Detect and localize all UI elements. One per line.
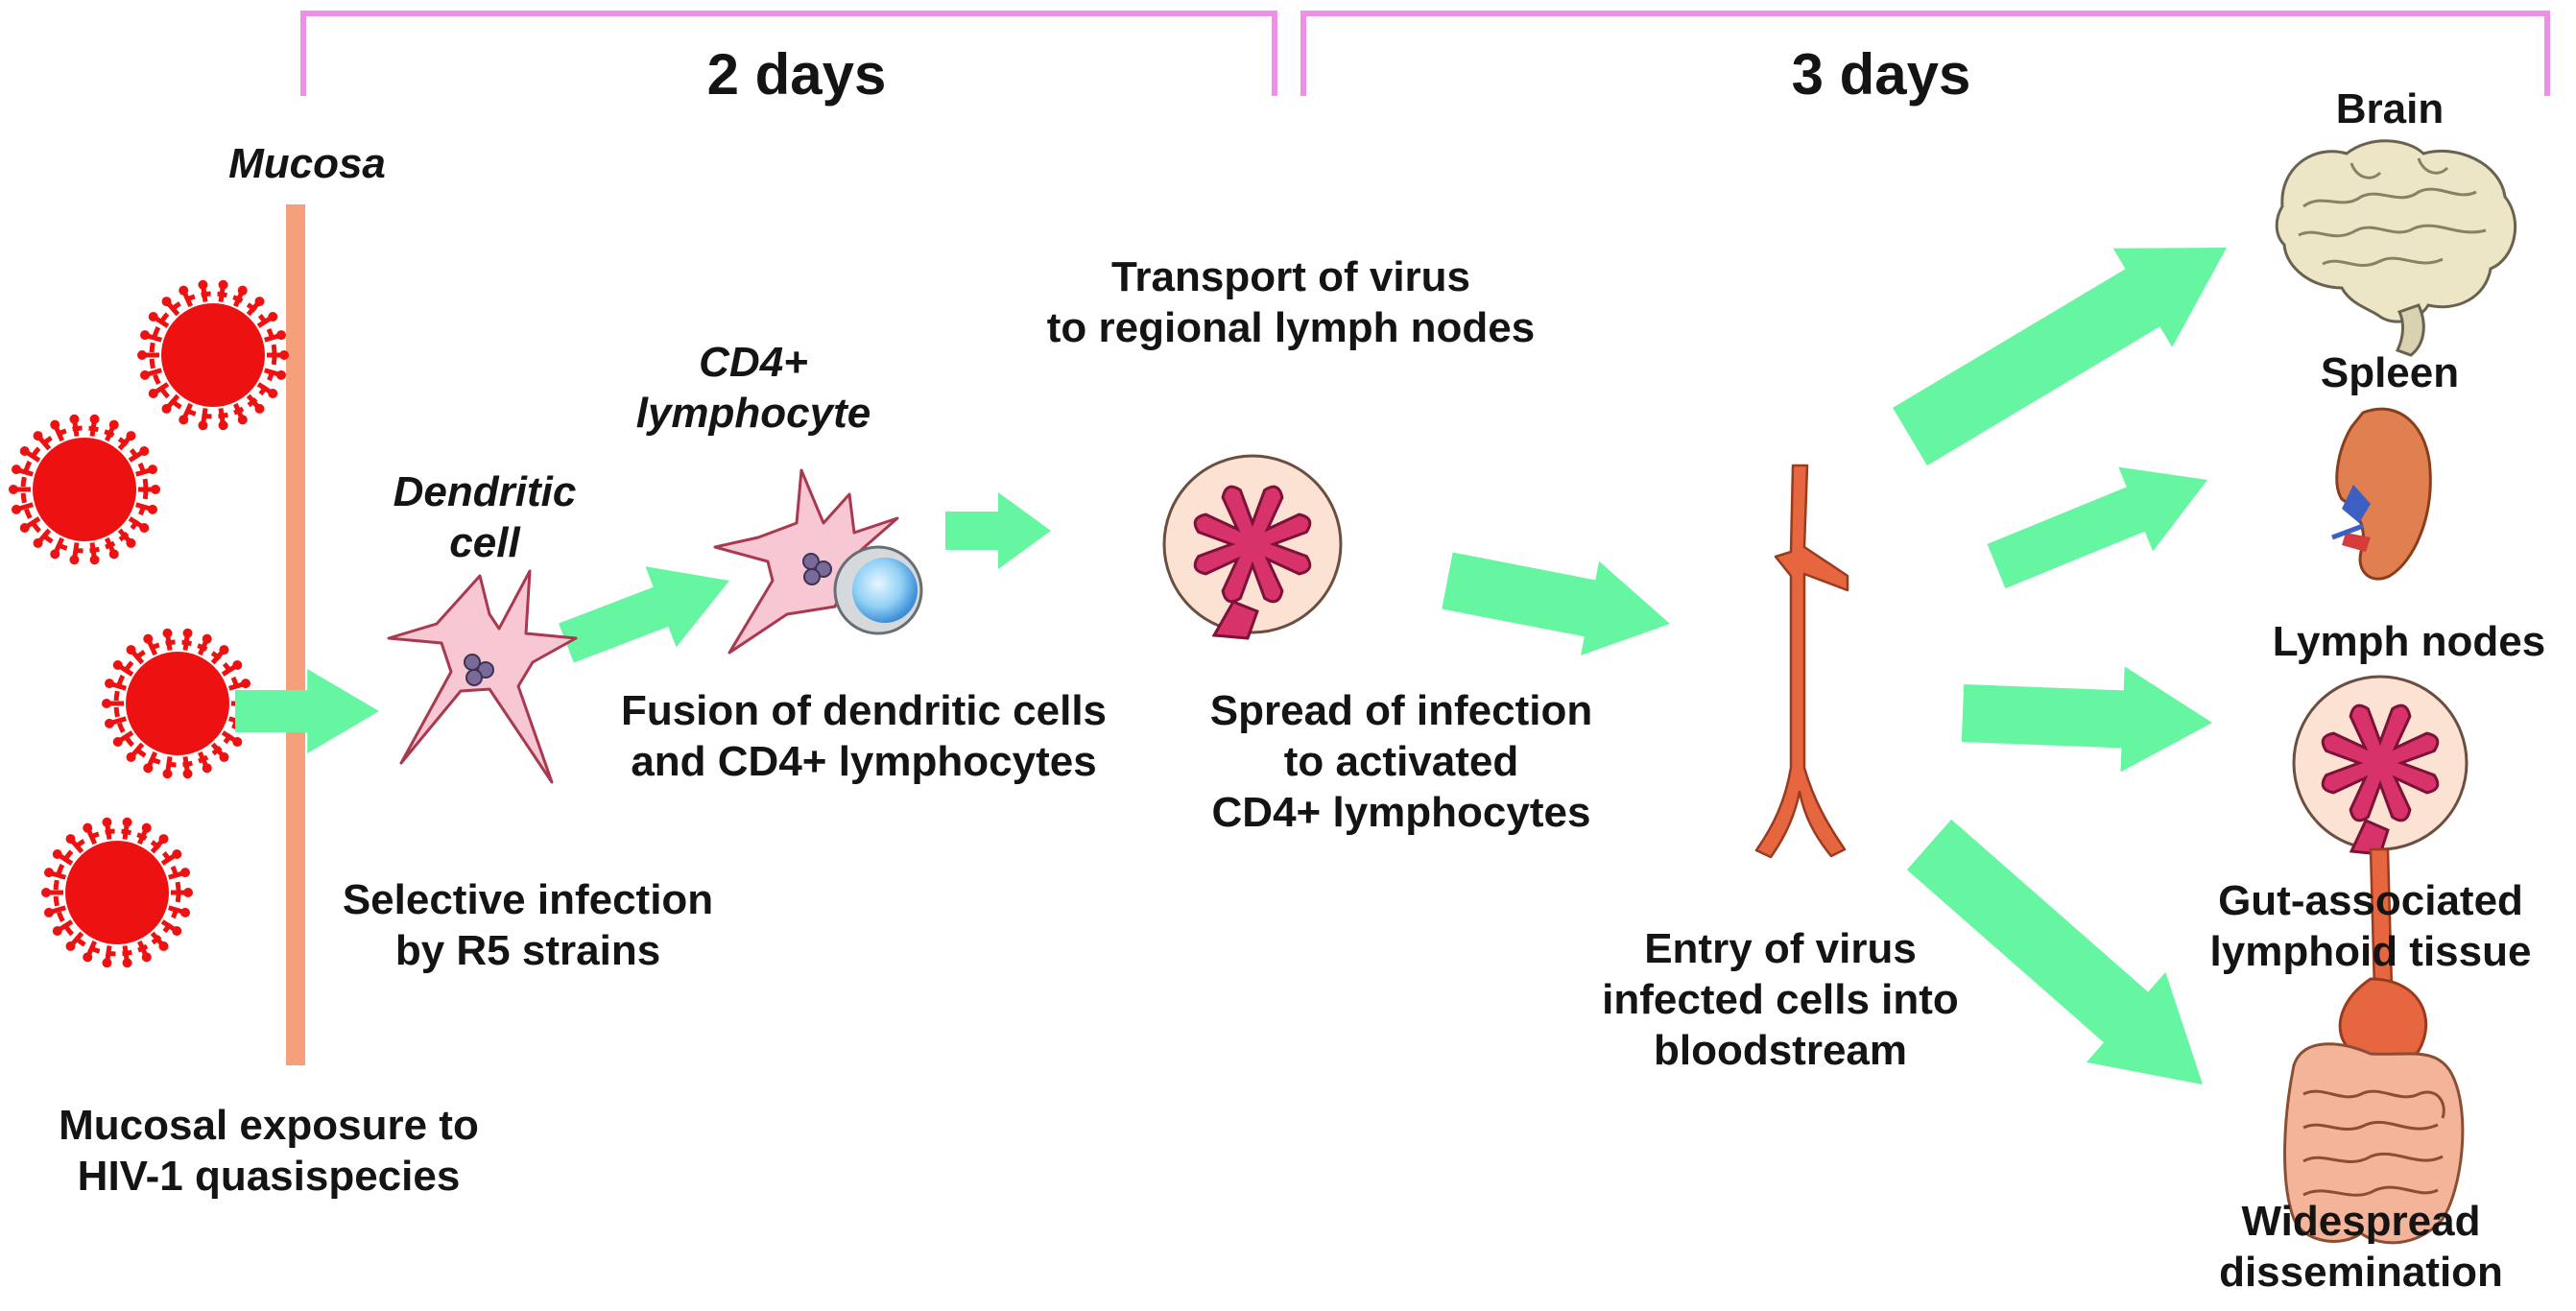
timeline-label-3-days: 3 days [1791,42,1971,107]
spleen-label: Spleen [2320,349,2460,396]
lymph-node-icon [2292,675,2469,856]
cd4-lymphocyte-icon [713,468,923,655]
arrow-to-lymph-nodes [1961,666,2212,773]
virus-icon [137,279,289,431]
brain-icon [2275,139,2517,357]
intestine-icon [2283,847,2465,1245]
timeline-label-2-days: 2 days [706,42,887,107]
virus-icon [41,817,193,968]
timeline-bracket-3-days [1300,11,2550,96]
mucosal-exposure-label: Mucosal exposure to HIV-1 quasispecies [59,1102,479,1200]
arrow-virus-to-dendritic [235,669,379,753]
brain-label: Brain [2335,85,2445,132]
dendritic-cell-label: Dendritic cell [393,468,577,566]
gut-lymphoid-label: Gut-associated lymphoid tissue [2209,877,2532,975]
mucosa-label: Mucosa [228,140,386,187]
fusion-label: Fusion of dendritic cells and CD4+ lymph… [620,687,1108,785]
spread-label: Spread of infection to activated CD4+ ly… [1209,687,1593,836]
spleen-icon [2331,407,2432,581]
entry-bloodstream-label: Entry of virus infected cells into blood… [1602,925,1959,1074]
widespread-dissemination-label: Widespread dissemination [2219,1198,2503,1296]
arrow-to-spleen [1987,466,2207,589]
dendritic-cell-icon [387,569,578,784]
arrow-to-intestine [1906,819,2203,1085]
arrow-to-brain [1893,248,2227,466]
arrow-cd4-to-lymph [945,492,1051,569]
virus-icon [9,414,160,565]
arrow-dendritic-to-cd4 [559,566,729,663]
lymph-node-icon [1162,454,1343,640]
cd4-lymphocyte-label: CD4+ lymphocyte [635,339,871,437]
virus-icon [102,628,253,779]
artery-icon [1754,464,1849,859]
mucosa-bar [286,204,305,1065]
timeline-bracket-2-days [300,11,1277,96]
lymph-nodes-label: Lymph nodes [2272,618,2546,665]
transport-label: Transport of virus to regional lymph nod… [1046,253,1536,351]
selective-infection-label: Selective infection by R5 strains [342,876,714,974]
arrow-lymph-to-artery [1442,552,1670,656]
